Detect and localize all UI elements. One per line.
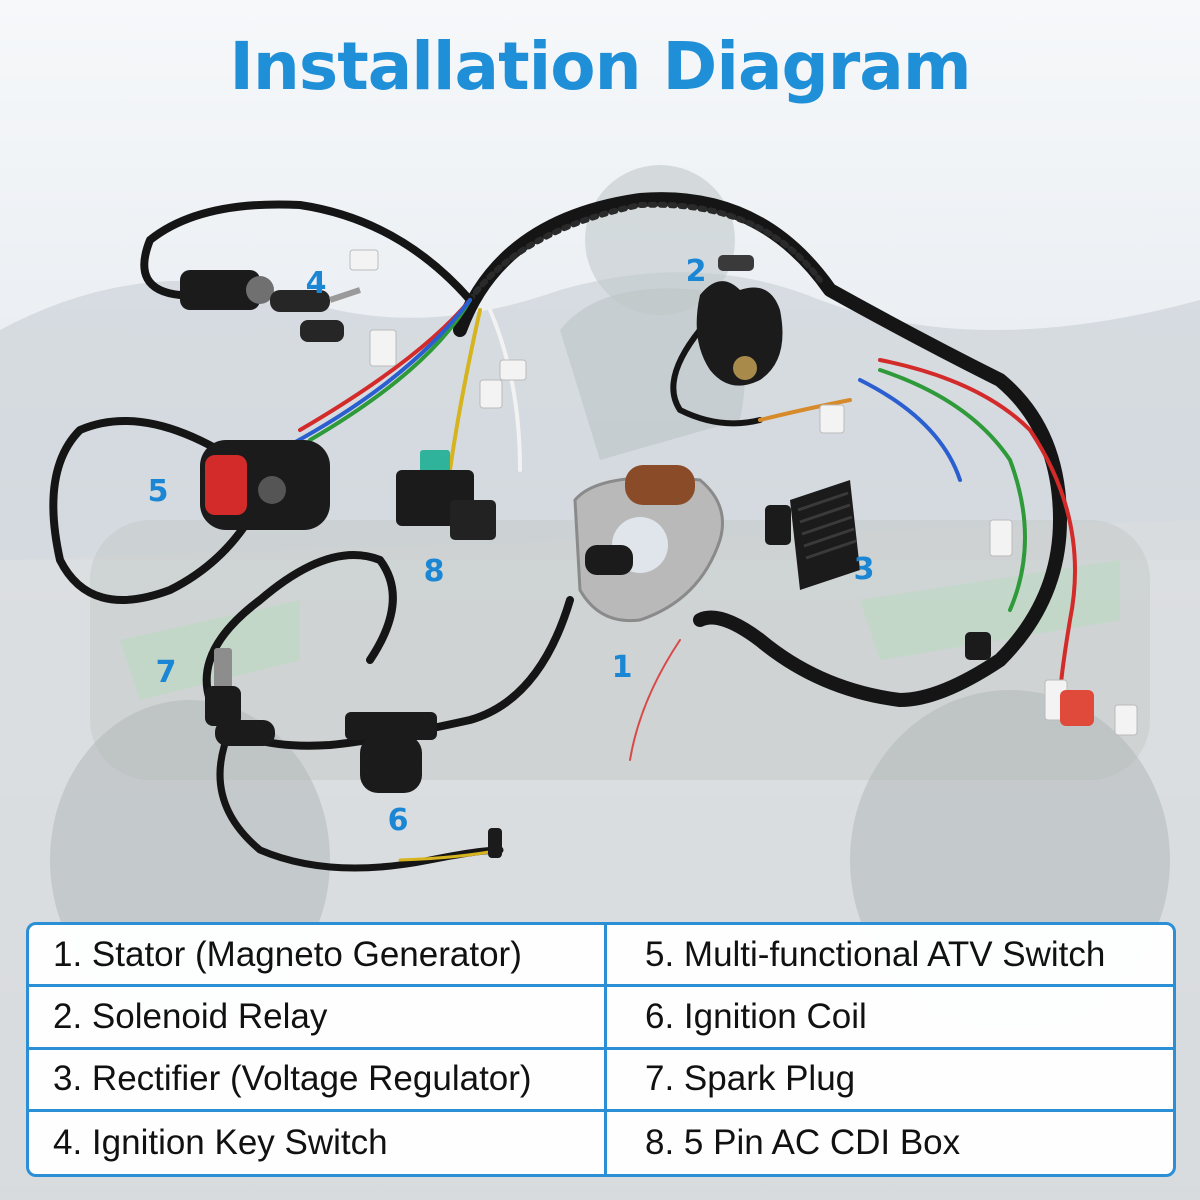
callout-4: 4: [305, 266, 327, 301]
ignition-key-switch-part: [180, 270, 361, 342]
switch-cable: [49, 417, 264, 604]
battery-terminal-part: [965, 632, 1094, 726]
harness-wrap: [467, 201, 823, 303]
stator-part: [573, 465, 791, 623]
solenoid-relay-part: [696, 255, 783, 386]
spark-plug-part: [205, 648, 275, 746]
main-harness: [453, 192, 1067, 707]
wire-green: [308, 298, 472, 442]
legend-item-5: 5. Multi-functional ATV Switch: [607, 925, 1173, 988]
wire-yellow: [448, 308, 482, 472]
wire-white: [488, 308, 522, 472]
callout-8: 8: [423, 554, 445, 589]
atv-switch-part: [200, 440, 330, 530]
wire-green-right: [878, 368, 1027, 612]
callout-3: 3: [853, 552, 875, 587]
callout-7: 7: [155, 655, 177, 690]
rectifier-part: [790, 480, 860, 590]
legend-item-6: 6. Ignition Coil: [607, 987, 1173, 1050]
legend-item-8: 8. 5 Pin AC CDI Box: [645, 1122, 961, 1162]
connectors: [349, 249, 1138, 736]
parts-legend-table: 1. Stator (Magneto Generator) 5. Multi-f…: [26, 922, 1176, 1177]
wire-blue-right: [858, 378, 962, 482]
legend-item-4: 4. Ignition Key Switch: [29, 1111, 607, 1174]
callout-5: 5: [147, 474, 169, 509]
callout-6: 6: [387, 803, 409, 838]
callout-2: 2: [685, 254, 707, 289]
legend-item-3: 3. Rectifier (Voltage Regulator): [29, 1049, 607, 1112]
relay-cable: [670, 327, 763, 427]
callout-1: 1: [611, 650, 633, 685]
relay-wires: [758, 398, 852, 422]
wire-red-right: [878, 358, 1077, 702]
stator-red-lead: [629, 639, 681, 761]
legend-item-7: 7. Spark Plug: [607, 1050, 1173, 1112]
legend-item-1: 1. Stator (Magneto Generator): [29, 925, 607, 988]
ignition-coil-part: [345, 712, 502, 858]
wire-blue: [288, 298, 472, 447]
page-title: Installation Diagram: [229, 28, 971, 105]
legend-item-2: 2. Solenoid Relay: [29, 987, 607, 1050]
cdi-box-part: [396, 450, 496, 540]
spark-plug-lead: [216, 726, 504, 872]
